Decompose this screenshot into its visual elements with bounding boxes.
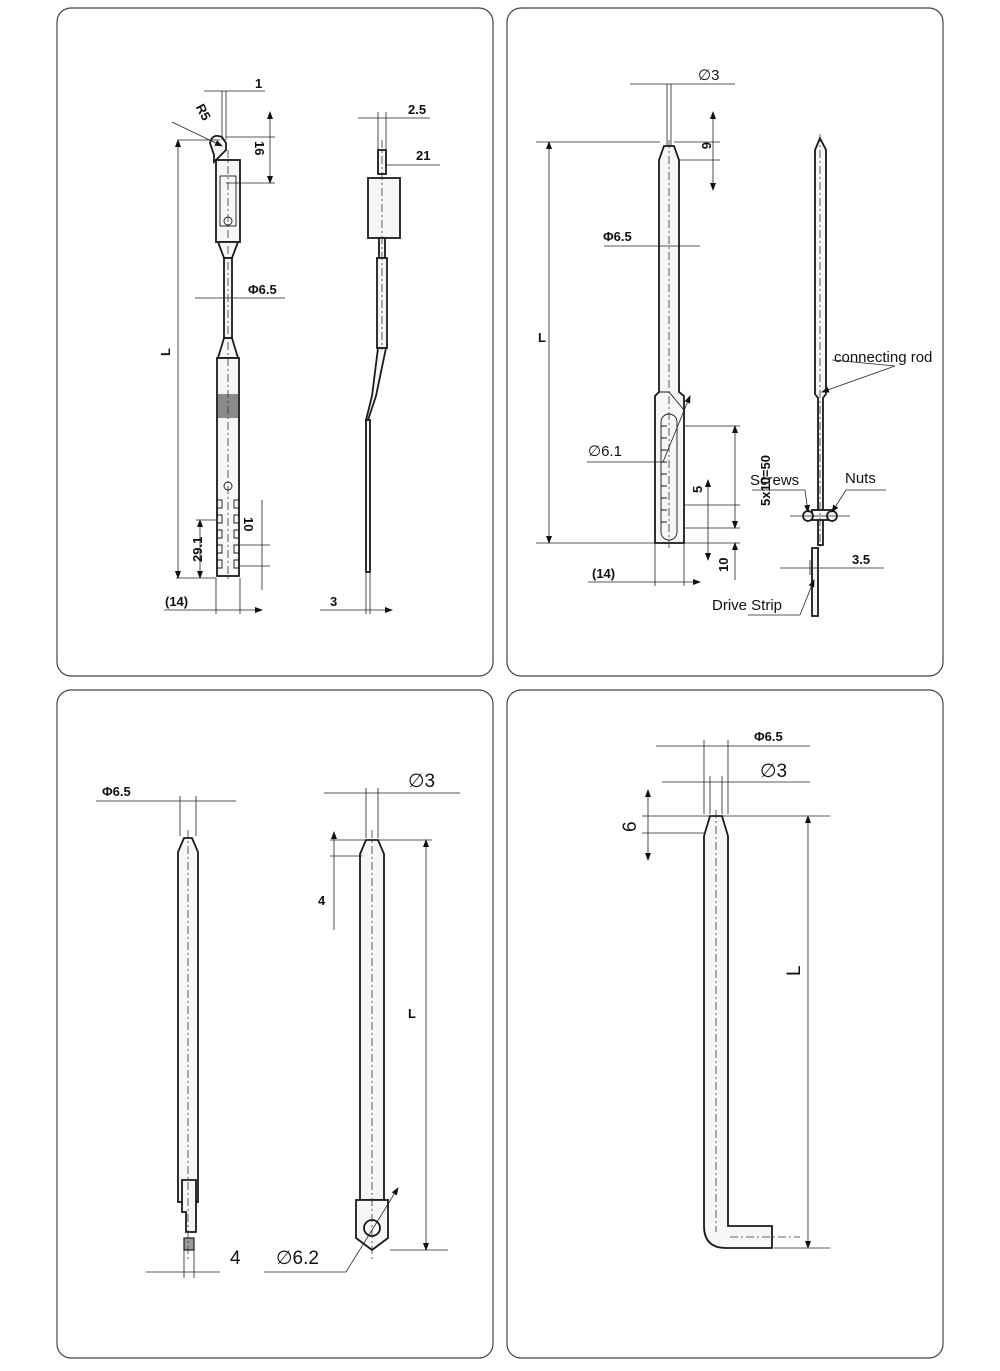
dim-5: 5 [690,486,705,493]
dim-3-5: 3.5 [852,552,870,567]
dim-r5: R5 [193,101,214,123]
dim-3: 3 [330,594,337,609]
dim-1: 1 [255,76,262,91]
dim-6: 6 [699,142,714,149]
panel-3-dimensions [96,788,460,1278]
panel-2-dimensions [536,83,896,616]
dim-29-1: 29.1 [190,537,205,562]
dim-l: L [538,330,546,345]
dim-phi3: ∅3 [698,67,719,84]
dim-6: 6 [620,821,641,832]
dim-5x10: 5x10=50 [758,455,773,506]
panel-4-labels: Φ6.5 ∅3 6 L [620,729,805,976]
dim-4-top: 4 [318,893,326,908]
dim-phi65: Φ6.5 [102,784,131,799]
callout-nuts: Nuts [845,470,876,487]
callout-connecting-rod: connecting rod [834,349,932,366]
dim-phi65: Φ6.5 [603,229,632,244]
rod-with-eye [355,830,389,1260]
dim-l: L [408,1006,416,1021]
dim-phi3: ∅3 [408,771,435,792]
dim-16: 16 [252,141,267,155]
dim-21: 21 [416,148,430,163]
rod-side-view [364,140,401,573]
dim-4-bottom: 4 [230,1248,241,1269]
dim-2-5: 2.5 [408,102,426,117]
dim-phi61: ∅6.1 [588,443,622,460]
l-shaped-rod [703,810,800,1249]
dim-phi65: Φ6.5 [248,282,277,297]
dim-l: L [784,965,805,976]
callout-drive-strip: Drive Strip [712,597,782,614]
dim-10: 10 [716,558,731,572]
panel-3: Φ6.5 ∅3 4 L 4 ∅6.2 [56,689,494,1359]
panel-2: ∅3 6 Φ6.5 L ∅6.1 5 5x10=50 10 (14) 3.5 c… [506,7,944,677]
dim-l: L [158,348,173,356]
rod-slotted-front [654,140,685,548]
dim-phi62: ∅6.2 [276,1248,319,1269]
rod-with-hook [177,830,199,1260]
panel-2-frame [506,7,944,677]
dim-phi3: ∅3 [760,761,787,782]
panel-1: 1 R5 16 L Φ6.5 29.1 10 (14) 2.5 21 3 [56,7,494,677]
dim-10: 10 [241,517,256,531]
panel-3-labels: Φ6.5 ∅3 4 L 4 ∅6.2 [102,771,435,1269]
rod-assembly-side [802,134,838,617]
dim-phi65: Φ6.5 [754,729,783,744]
panel-4-dimensions [642,740,830,1249]
panel-1-dimensions [164,90,440,614]
panel-4: Φ6.5 ∅3 6 L [506,689,944,1359]
panel-2-labels: ∅3 6 Φ6.5 L ∅6.1 5 5x10=50 10 (14) 3.5 c… [538,67,932,614]
dim-14: (14) [592,566,615,581]
dim-14: (14) [165,594,188,609]
callout-screws: Screws [750,472,799,489]
panel-1-frame [56,7,494,677]
panel-1-labels: 1 R5 16 L Φ6.5 29.1 10 (14) 2.5 21 3 [158,76,430,609]
